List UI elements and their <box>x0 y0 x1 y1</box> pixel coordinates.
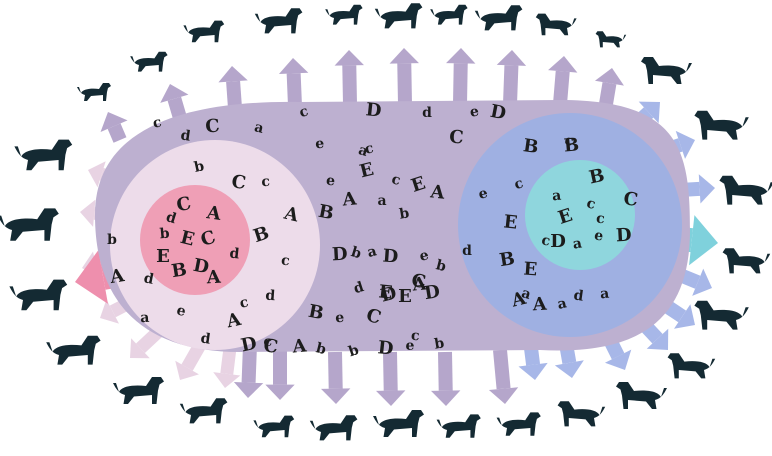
allele-letter: a <box>551 188 561 205</box>
dog-silhouette-icon <box>723 248 771 273</box>
dog-silhouette-icon <box>253 416 294 438</box>
dog-silhouette-icon <box>497 412 541 435</box>
outward-arrow-icon <box>321 352 350 404</box>
dog-silhouette-icon <box>9 280 67 311</box>
allele-letter: a <box>140 310 150 326</box>
allele-letter: E <box>398 286 412 307</box>
dog-silhouette-icon <box>536 14 577 36</box>
allele-letter: B <box>170 259 188 282</box>
dog-silhouette-icon <box>437 414 481 437</box>
allele-letter: A <box>291 335 309 357</box>
dog-silhouette-icon <box>373 410 424 437</box>
allele-letter: d <box>422 105 432 121</box>
outward-arrow-icon <box>446 48 475 104</box>
allele-letter: A <box>205 267 222 289</box>
outward-arrow-icon <box>376 352 405 406</box>
dog-silhouette-icon <box>694 301 748 330</box>
dog-silhouette-icon <box>130 52 167 72</box>
allele-letter: D <box>615 225 632 247</box>
dog-silhouette-icon <box>596 31 627 47</box>
allele-letter: D <box>377 337 395 360</box>
dog-silhouette-icon <box>668 353 716 378</box>
dog-silhouette-icon <box>475 5 523 30</box>
allele-letter: D <box>550 231 566 252</box>
allele-letter: C <box>622 188 639 211</box>
allele-letter: A <box>531 294 548 316</box>
allele-letter: D <box>331 244 348 266</box>
dog-silhouette-icon <box>694 111 748 140</box>
allele-letter: C <box>262 335 279 358</box>
allele-letter: e <box>406 338 415 354</box>
allele-letter: B <box>522 135 540 158</box>
allele-letter: B <box>498 248 516 271</box>
dog-silhouette-icon <box>183 21 224 43</box>
allele-letter: c <box>280 253 290 270</box>
allele-letter: a <box>377 193 386 209</box>
allele-letter: D <box>365 99 383 122</box>
dog-silhouette-icon <box>558 401 606 426</box>
allele-letter: e <box>335 310 345 326</box>
allele-letter: b <box>107 232 117 248</box>
outward-arrow-icon <box>160 84 188 118</box>
outward-arrow-icon <box>431 352 460 406</box>
dog-silhouette-icon <box>430 5 467 25</box>
allele-letter: b <box>159 226 170 243</box>
outward-arrow-icon <box>489 350 518 404</box>
red-core-circle <box>140 185 250 295</box>
allele-letter: C <box>230 171 247 194</box>
outward-arrow-icon <box>213 348 240 388</box>
outward-arrow-icon <box>218 66 247 108</box>
dog-silhouette-icon <box>310 415 358 440</box>
outward-arrow-icon <box>265 350 294 400</box>
allele-letter: E <box>523 259 538 281</box>
dog-silhouette-icon <box>641 57 692 84</box>
allele-letter: A <box>341 188 359 210</box>
outward-arrow-icon <box>335 50 364 104</box>
outward-arrow-icon <box>279 58 308 106</box>
outward-arrow-icon <box>130 330 160 358</box>
allele-letter: d <box>229 246 241 263</box>
dog-silhouette-icon <box>616 382 667 409</box>
dog-silhouette-icon <box>14 140 72 171</box>
dog-silhouette-icon <box>325 5 362 25</box>
dog-silhouette-icon <box>180 398 228 423</box>
dog-silhouette-icon <box>113 377 164 404</box>
allele-letter: c <box>595 211 605 228</box>
dog-silhouette-icon <box>255 8 303 33</box>
dog-silhouette-icon <box>0 208 59 240</box>
outward-arrow-icon <box>101 112 128 140</box>
allele-letter: a <box>599 286 609 303</box>
dog-silhouette-icon <box>46 336 100 365</box>
dog-silhouette-icon <box>719 176 772 205</box>
dog-silhouette-icon <box>375 3 423 28</box>
outward-arrow-icon <box>390 48 419 104</box>
allele-letter: E <box>156 246 170 267</box>
allele-letter: C <box>449 127 465 149</box>
allele-letter: d <box>265 288 276 305</box>
outward-arrow-icon <box>175 345 200 380</box>
allele-letter: C <box>204 115 220 137</box>
dog-silhouette-icon <box>77 83 111 101</box>
allele-letter: e <box>315 136 325 152</box>
outward-arrow-icon <box>548 56 577 104</box>
teal-core-circle <box>525 160 635 270</box>
allele-letter: d <box>462 243 472 259</box>
allele-letter: D <box>423 281 442 304</box>
allele-letter: D <box>382 245 399 267</box>
allele-letter: c <box>261 174 271 191</box>
allele-letter: E <box>503 211 519 233</box>
outward-arrow-icon <box>497 50 526 104</box>
